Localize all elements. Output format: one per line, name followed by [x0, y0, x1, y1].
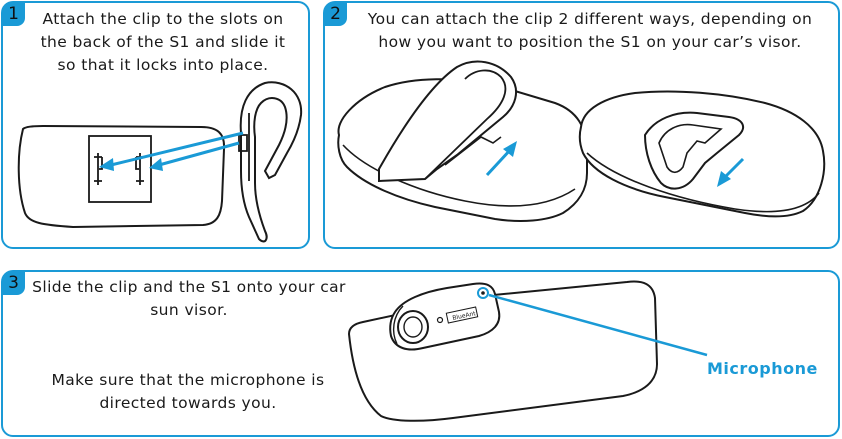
step-2-panel: 2 You can attach the clip 2 different wa… [323, 1, 840, 249]
step-number-badge: 3 [2, 271, 25, 295]
microphone-callout-label: Microphone [707, 359, 818, 378]
step-2-illustration [337, 60, 826, 222]
brand-logo: BlueAnt [452, 310, 477, 322]
step-2-text: You can attach the clip 2 different ways… [367, 10, 813, 51]
step-number-badge: 2 [324, 2, 347, 26]
step-1-panel: 1 Attach the clip to the slots on the ba… [1, 1, 310, 249]
step-3-note: Make sure that the microphone is directe… [51, 371, 325, 412]
step-3-text: Slide the clip and the S1 onto your car … [32, 278, 346, 319]
step-3-panel: 3 Slide the clip and the S1 onto your ca… [1, 270, 840, 437]
step-3-illustration: BlueAnt [347, 280, 708, 422]
step-1-illustration [17, 81, 303, 243]
step-1-text: Attach the clip to the slots on the back… [40, 10, 286, 74]
step-number-badge: 1 [2, 2, 25, 26]
